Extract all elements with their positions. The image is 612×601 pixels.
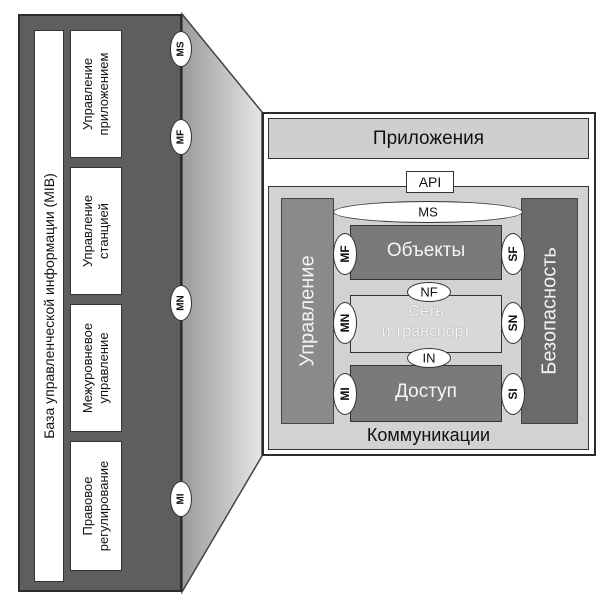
- management-bar: Управление: [281, 198, 334, 424]
- in-ellipse: IN: [407, 348, 451, 368]
- mi-ellipse-left: MI: [170, 481, 192, 517]
- ms-ellipse-left: MS: [170, 31, 192, 67]
- nf-label: NF: [420, 284, 438, 300]
- security-label: Безопасность: [538, 247, 560, 375]
- api-box: API: [406, 171, 454, 193]
- api-label: API: [418, 174, 442, 190]
- network-transport-layer: Сеть и транспорт: [350, 295, 502, 353]
- sf-label: SF: [506, 246, 520, 262]
- app-management-box: Управление приложением: [70, 30, 122, 158]
- access-label: Доступ: [395, 381, 457, 402]
- mi-label-right: MI: [338, 387, 352, 401]
- mf-label-left: MF: [175, 129, 187, 145]
- legal-label: Правовое регулирование: [80, 460, 111, 552]
- layer-management-label: Межуровневое управление: [80, 322, 111, 414]
- mf-ellipse-right: MF: [333, 233, 357, 275]
- mf-label-right: MF: [338, 245, 352, 263]
- mn-label-left: MN: [175, 295, 187, 311]
- security-bar: Безопасность: [521, 198, 578, 424]
- app-management-label: Управление приложением: [80, 52, 111, 136]
- objects-label: Объекты: [386, 240, 466, 261]
- management-label: Управление: [296, 255, 318, 367]
- ms-label-left: MS: [175, 41, 187, 57]
- sn-label: SN: [506, 314, 520, 332]
- mn-label-right: MN: [338, 313, 352, 333]
- mf-ellipse-left: MF: [170, 119, 192, 155]
- station-management-box: Управление станцией: [70, 167, 122, 295]
- mi-ellipse-right: MI: [333, 373, 357, 415]
- nf-ellipse: NF: [407, 282, 451, 302]
- communications-label: Коммуникации: [366, 425, 491, 445]
- mn-ellipse-left: MN: [170, 285, 192, 321]
- mi-label-left: MI: [175, 493, 187, 505]
- applications-bar: Приложения: [268, 118, 589, 159]
- layer-management-box: Межуровневое управление: [70, 304, 122, 432]
- station-management-label: Управление станцией: [80, 194, 111, 268]
- network-label-line1: Сеть: [408, 303, 444, 320]
- in-label: IN: [422, 350, 436, 366]
- applications-label: Приложения: [372, 128, 485, 149]
- ms-ellipse-right: MS: [333, 201, 523, 223]
- network-transport-label: Сеть и транспорт: [351, 302, 501, 342]
- si-label: SI: [506, 388, 520, 400]
- mn-ellipse-right: MN: [333, 302, 357, 344]
- objects-layer: Объекты: [350, 225, 502, 280]
- ms-label-right: MS: [418, 204, 438, 220]
- mib-box: База управленческой информации (MIB): [34, 30, 64, 582]
- legal-box: Правовое регулирование: [70, 441, 122, 571]
- si-ellipse: SI: [501, 373, 525, 415]
- mib-label: База управленческой информации (MIB): [41, 173, 57, 439]
- network-label-line2: и транспорт: [381, 323, 471, 340]
- sn-ellipse: SN: [501, 302, 525, 344]
- access-layer: Доступ: [350, 365, 502, 422]
- sf-ellipse: SF: [501, 233, 525, 275]
